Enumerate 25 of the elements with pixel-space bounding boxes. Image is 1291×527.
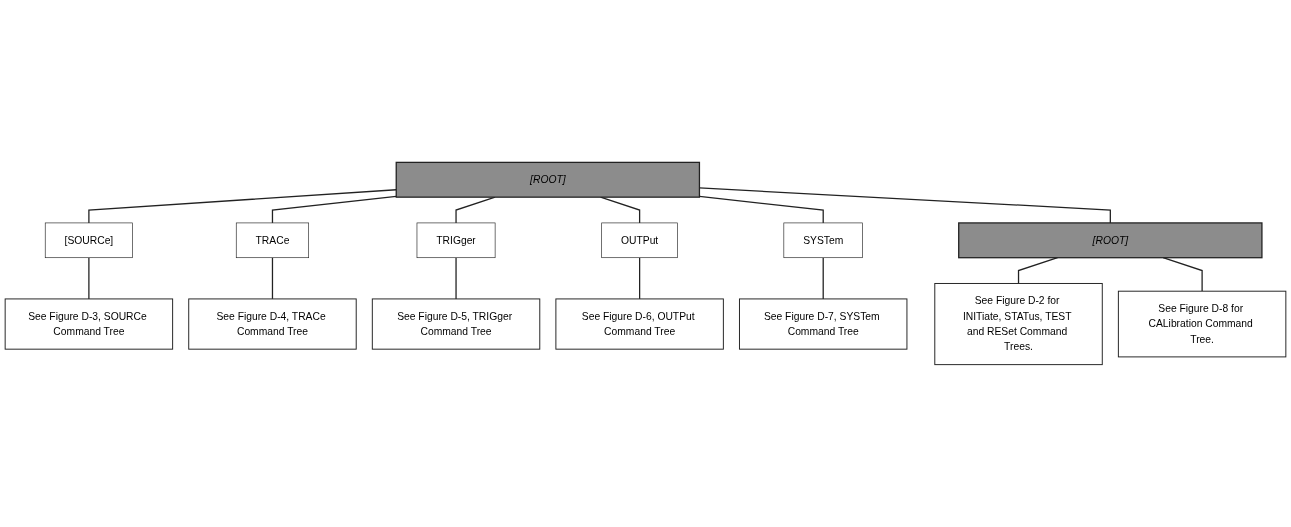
- connector: [1162, 257, 1203, 292]
- connector: [88, 189, 397, 224]
- node-box: See Figure D-2 for INITiate, STATus, TEST and RESet Command Trees.: [934, 283, 1103, 366]
- node-box: OUTPut: [601, 222, 678, 258]
- connector: [88, 257, 90, 300]
- node-box: [ROOT]: [958, 222, 1263, 259]
- connector: [1017, 257, 1059, 285]
- node-box: See Figure D-4, TRACe Command Tree: [188, 298, 357, 350]
- connector: [638, 257, 641, 300]
- connector: [698, 195, 824, 224]
- node-box: See Figure D-3, SOURCe Command Tree: [4, 298, 174, 350]
- node-box: TRIGger: [416, 222, 496, 258]
- node-box: See Figure D-8 for CALibration Command Tree.: [1117, 290, 1287, 358]
- node-box: See Figure D-5, TRIGger Command Tree: [371, 298, 541, 350]
- connector: [455, 257, 457, 300]
- node-box: See Figure D-6, OUTPut Command Tree: [555, 298, 724, 350]
- node-box: [SOURCe]: [44, 222, 133, 258]
- connector: [698, 187, 1111, 224]
- connector: [271, 195, 397, 224]
- connector: [822, 257, 824, 300]
- node-box: See Figure D-7, SYSTem Command Tree: [738, 298, 908, 350]
- connector: [271, 257, 274, 300]
- node-box: SYSTem: [783, 222, 863, 258]
- node-box: TRACe: [235, 222, 309, 258]
- node-box: [ROOT]: [395, 161, 701, 198]
